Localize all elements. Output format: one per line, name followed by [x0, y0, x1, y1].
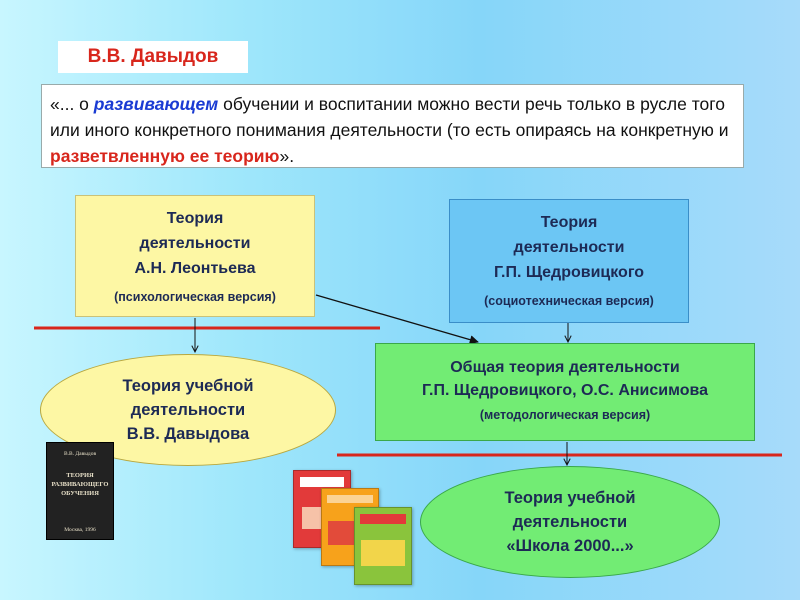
book-title-3: ОБУЧЕНИЯ: [61, 490, 99, 497]
school-line-1: Теория учебной: [504, 489, 636, 507]
book-author: В.В. Давыдов: [63, 451, 97, 457]
davydov-line-3: В.В. Давыдова: [126, 425, 250, 443]
shchedrovitsky-line-2: деятельности: [513, 239, 625, 256]
box-leontiev-theory: Теория деятельности А.Н. Леонтьева (псих…: [75, 195, 315, 317]
shchedrovitsky-version: (социотехническая версия): [484, 294, 654, 308]
leontiev-line-3: А.Н. Леонтьева: [134, 260, 256, 277]
general-line-1: Общая теория деятельности: [450, 359, 680, 376]
quote-box: «... о развивающем обучении и воспитании…: [41, 84, 744, 168]
quote-text-2: обучении и воспитании можно вести речь т…: [50, 94, 729, 140]
ellipse-davydov-theory: Теория учебной деятельности В.В. Давыдов…: [40, 354, 336, 466]
quote-highlight-theory: разветвленную ее теорию: [50, 146, 280, 166]
author-label: В.В. Давыдов: [58, 41, 248, 73]
shchedrovitsky-line-3: Г.П. Щедровицкого: [493, 264, 645, 281]
ellipse-school2000-theory: Теория учебной деятельности «Школа 2000.…: [420, 466, 720, 578]
davydov-book-cover: В.В. Давыдов ТЕОРИЯ РАЗВИВАЮЩЕГО ОБУЧЕНИ…: [46, 442, 114, 540]
quote-text-3: ».: [279, 146, 295, 166]
general-version: (методологическая версия): [479, 408, 651, 422]
box-shchedrovitsky-theory: Теория деятельности Г.П. Щедровицкого (с…: [449, 199, 689, 323]
leontiev-line-1: Теория: [166, 210, 224, 227]
davydov-line-2: деятельности: [130, 401, 246, 419]
leontiev-line-2: деятельности: [139, 235, 251, 252]
quote-highlight-developing: развивающем: [93, 94, 219, 114]
book-title-1: ТЕОРИЯ: [66, 472, 94, 479]
leontiev-version: (психологическая версия): [114, 290, 276, 304]
davydov-line-1: Теория учебной: [122, 377, 254, 395]
general-line-2: Г.П. Щедровицкого, О.С. Анисимова: [421, 382, 709, 399]
book-publisher: Москва, 1996: [64, 527, 96, 533]
book-title-2: РАЗВИВАЮЩЕГО: [51, 481, 109, 488]
quote-text-1: «... о: [50, 94, 94, 114]
box-general-theory: Общая теория деятельности Г.П. Щедровицк…: [375, 343, 755, 441]
arrow-leontiev-to-general: [315, 294, 479, 345]
school-book-cover-3: [354, 507, 412, 585]
shchedrovitsky-line-1: Теория: [540, 214, 598, 231]
school-line-2: деятельности: [512, 513, 628, 531]
school-line-3: «Школа 2000...»: [506, 537, 634, 555]
